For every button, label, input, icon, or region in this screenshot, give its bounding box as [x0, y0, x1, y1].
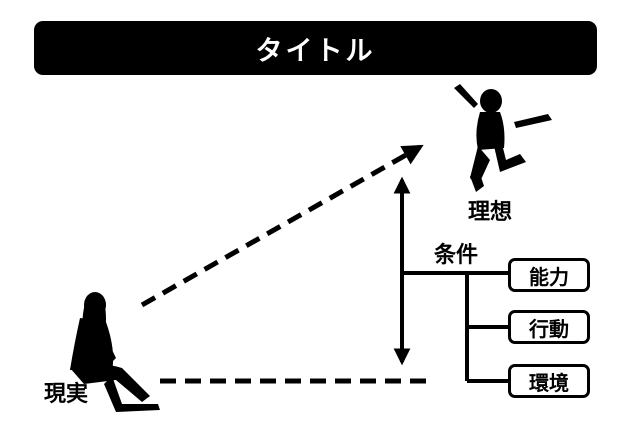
ideal-label: 理想: [468, 200, 513, 225]
reality-label: 現実: [44, 382, 89, 407]
progress-dashed-arrow: [140, 144, 424, 308]
condition-box-ability: 能力: [508, 258, 590, 292]
condition-box-label: 環境: [529, 370, 569, 395]
condition-box-environment: 環境: [508, 364, 590, 398]
condition-tree-lines: [402, 271, 510, 383]
condition-box-label: 行動: [529, 316, 569, 341]
jumping-woman-silhouette-icon: [454, 84, 552, 192]
sitting-woman-silhouette-icon: [70, 292, 160, 412]
condition-box-action: 行動: [508, 310, 590, 344]
title-bar: タイトル: [34, 21, 597, 75]
condition-box-label: 能力: [529, 264, 569, 289]
diagram-title: タイトル: [255, 35, 376, 67]
conditions-label: 条件: [434, 243, 479, 268]
